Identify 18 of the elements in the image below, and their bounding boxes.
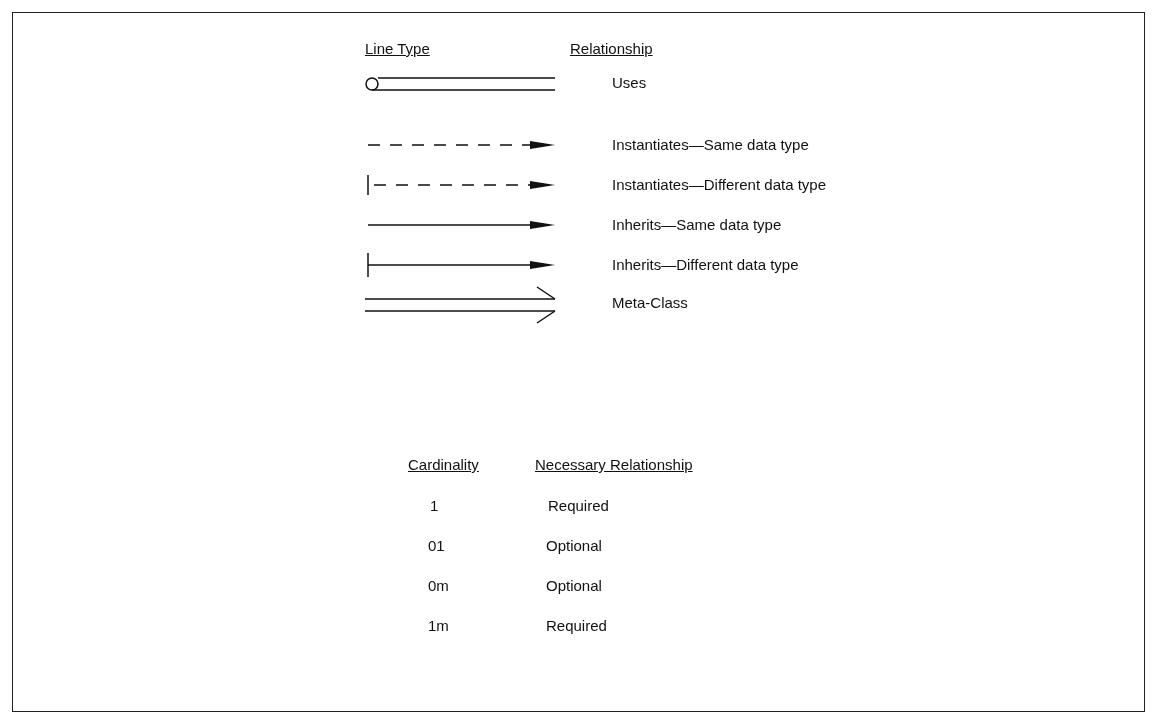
legend-text: Uses	[612, 74, 647, 92]
legend-text: Inherits—Different data type	[612, 256, 799, 274]
cardinality-value: 01	[428, 537, 445, 555]
relationship-value: Required	[548, 497, 609, 515]
cardinality-value: 0m	[428, 577, 449, 595]
cardinality-value: 1	[430, 497, 439, 515]
legend-text: Meta-Class	[612, 294, 688, 312]
legend-text: Inherits—Same data type	[612, 216, 782, 234]
legend-text: Instantiates—Different data type	[612, 176, 826, 194]
relationship-value: Required	[546, 617, 607, 635]
legend-text: Instantiates—Same data type	[612, 136, 809, 154]
relationship-value: Optional	[546, 577, 602, 595]
column-heading: Line Type	[365, 40, 430, 58]
cardinality-value: 1m	[428, 617, 449, 635]
relationship-value: Optional	[546, 537, 602, 555]
column-heading: Necessary Relationship	[535, 456, 693, 474]
column-heading: Relationship	[570, 40, 653, 58]
column-heading: Cardinality	[408, 456, 479, 474]
